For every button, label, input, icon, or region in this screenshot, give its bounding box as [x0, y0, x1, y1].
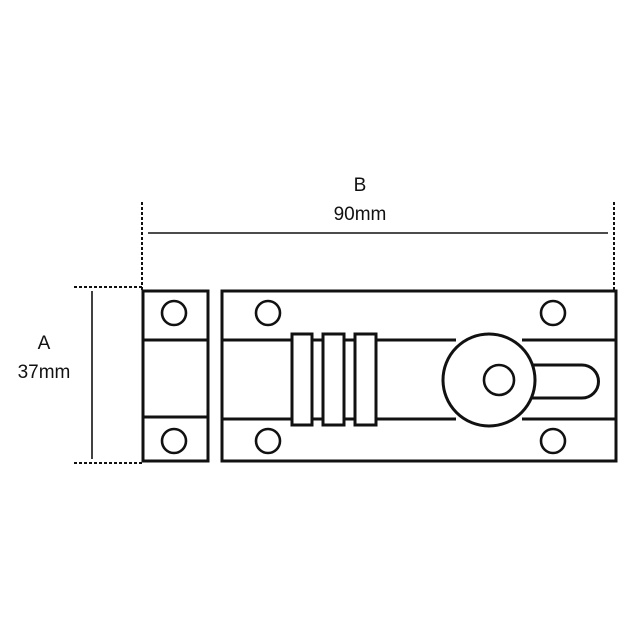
bolt-collar-1: [290, 332, 314, 427]
dimension-a: [74, 286, 142, 464]
keeper-plate: [141, 289, 210, 463]
knob-handle-slot: [520, 363, 600, 400]
dimension-b: [141, 202, 615, 290]
dimension-a-value: 37mm: [17, 362, 71, 383]
dimension-b-value: 90mm: [333, 204, 387, 225]
bolt-screw-hole-top-left: [254, 299, 282, 327]
bolt-screw-hole-bottom-left: [254, 427, 282, 455]
keeper-screw-hole-top: [160, 299, 188, 327]
bolt-screw-hole-bottom-right: [539, 427, 567, 455]
bolt-plate: [220, 289, 618, 463]
keeper-plate-outline: [141, 289, 210, 463]
bolt-knob: [441, 332, 537, 428]
bolt-plate-outline: [220, 289, 618, 463]
bolt-collar-2: [321, 332, 346, 427]
dimension-b-letter: B: [353, 175, 367, 196]
bolt-screw-hole-top-right: [539, 299, 567, 327]
bolt-collar-3: [353, 332, 378, 427]
dimension-a-letter: A: [37, 333, 51, 354]
keeper-screw-hole-bottom: [160, 427, 188, 455]
bolt-knob-center: [482, 363, 516, 397]
